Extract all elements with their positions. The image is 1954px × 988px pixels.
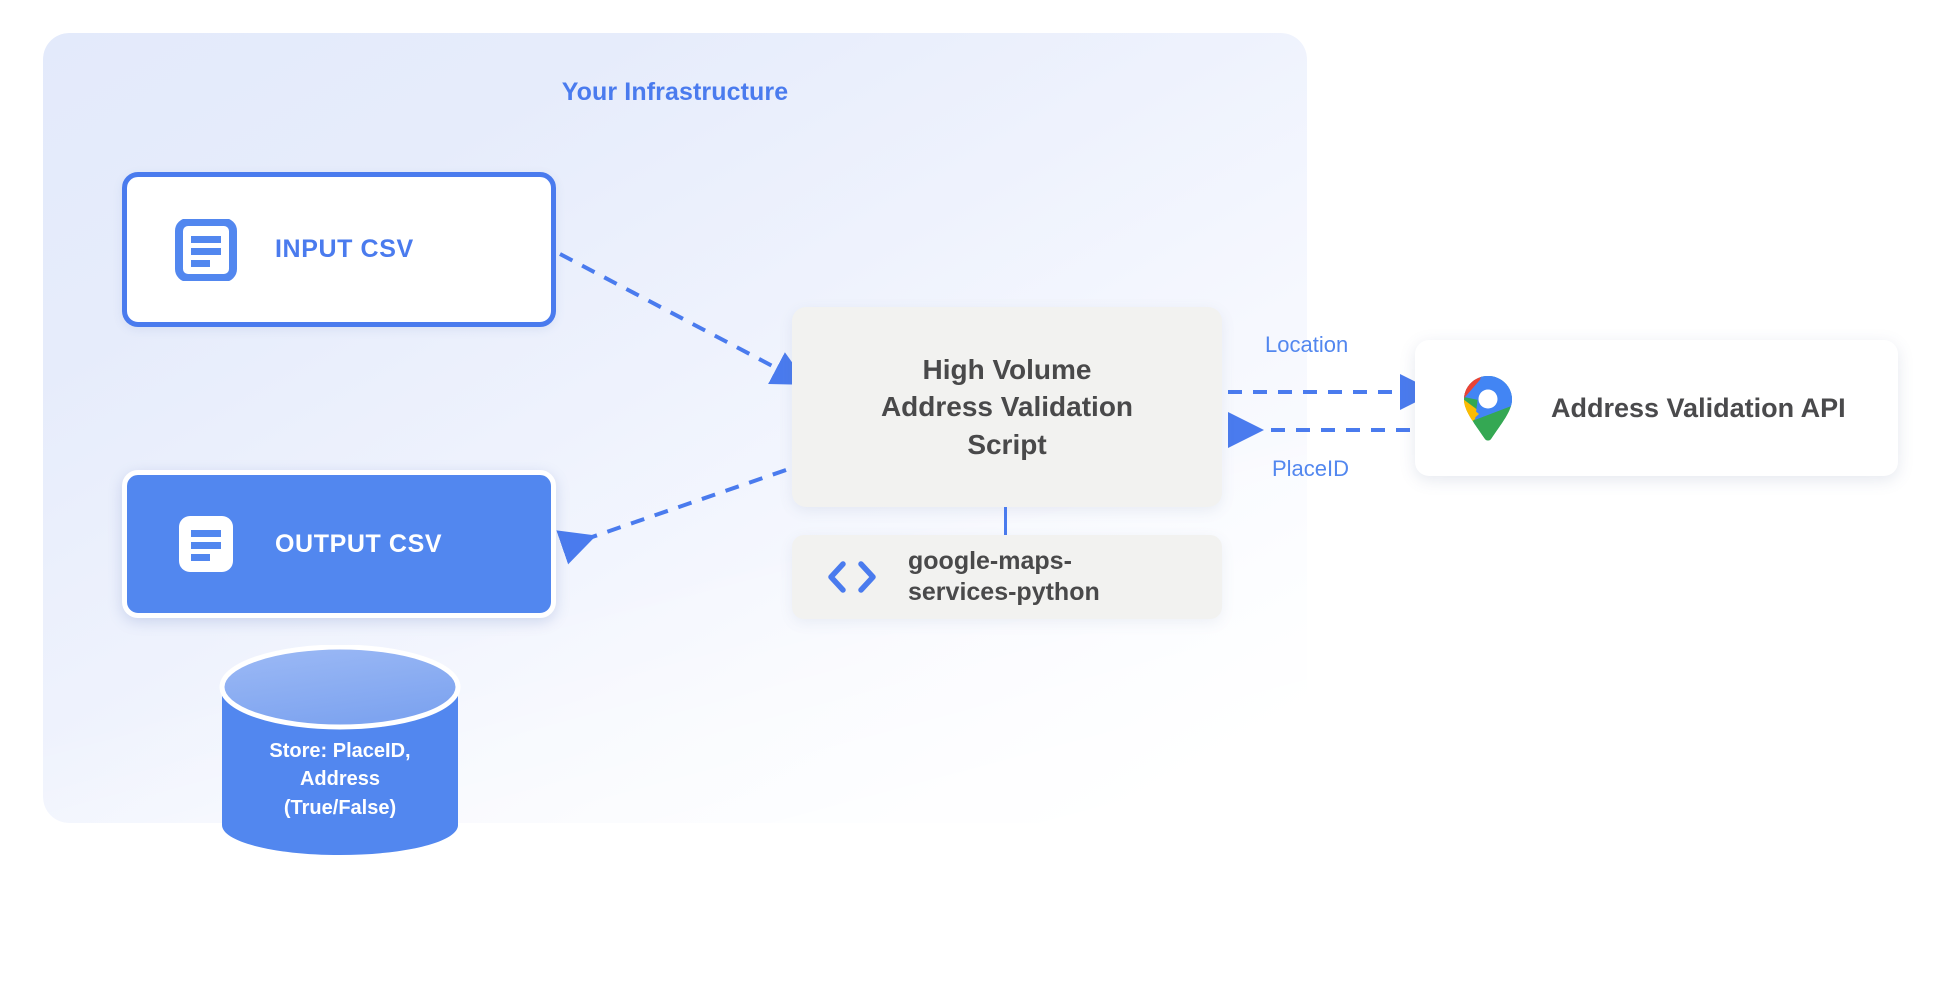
node-input-csv-label: INPUT CSV xyxy=(275,235,414,263)
node-library-line1: google-maps- xyxy=(908,547,1072,576)
node-database[interactable] xyxy=(218,645,462,867)
document-icon xyxy=(175,218,237,281)
edge-label-placeid: PlaceID xyxy=(1272,456,1350,481)
node-library-line2: services-python xyxy=(908,578,1100,606)
node-output-csv-label: OUTPUT CSV xyxy=(275,529,443,558)
edge-label-location: Location xyxy=(1265,332,1349,357)
node-library[interactable]: google-maps- services-python xyxy=(792,535,1222,619)
node-address-validation-api[interactable]: Address Validation API xyxy=(1415,340,1898,476)
panel-title: Your Infrastructure xyxy=(561,78,789,106)
document-icon xyxy=(179,516,233,572)
google-maps-pin-icon xyxy=(1464,376,1512,441)
edge-script-to-library xyxy=(1004,507,1007,535)
node-script-line3: Script xyxy=(967,428,1047,460)
node-script[interactable]: High Volume Address Validation Script xyxy=(792,307,1222,507)
node-api-label: Address Validation API xyxy=(1551,392,1846,423)
node-script-line2: Address Validation xyxy=(880,391,1134,423)
node-script-line1: High Volume xyxy=(922,354,1092,386)
node-output-csv[interactable]: OUTPUT CSV xyxy=(122,470,556,618)
node-input-csv[interactable]: INPUT CSV xyxy=(122,172,556,327)
code-brackets-icon xyxy=(828,561,876,593)
